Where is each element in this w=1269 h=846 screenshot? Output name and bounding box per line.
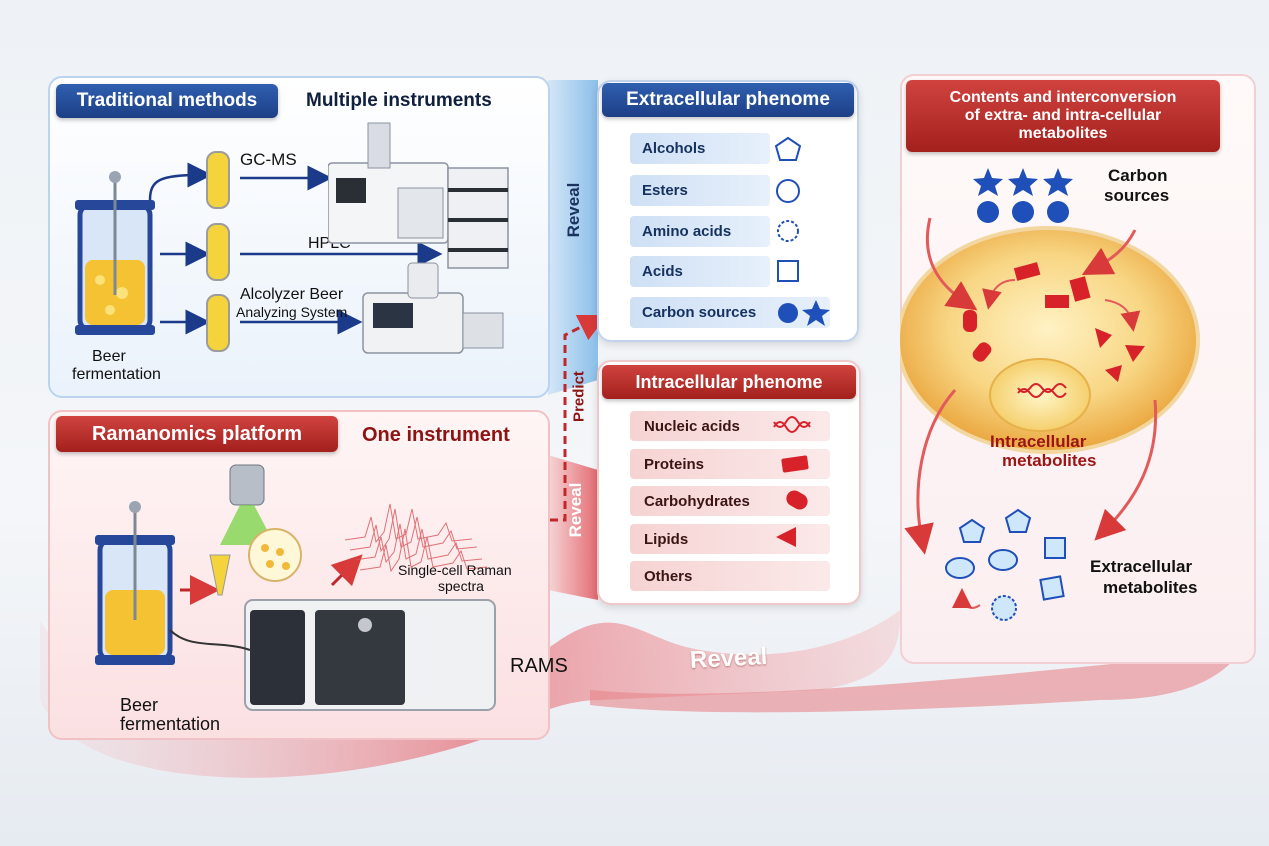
spectra-label-1: Single-cell Raman bbox=[398, 562, 512, 578]
star-icon bbox=[973, 168, 1003, 196]
raman-setup-illustration bbox=[95, 464, 496, 711]
extra-row-carbon-sources: Carbon sources bbox=[630, 297, 830, 328]
intracellular-icons bbox=[773, 416, 811, 547]
extra-row-amino-acids: Amino acids bbox=[630, 216, 770, 247]
starburst-icon bbox=[991, 595, 1017, 621]
raman-fermentation-label-1: Beer bbox=[120, 695, 159, 715]
extra-item-label: Esters bbox=[642, 182, 688, 199]
extra-row-alcohols: Alcohols bbox=[630, 133, 770, 164]
filled-circle-icon bbox=[1012, 201, 1034, 223]
intra-item-label: Nucleic acids bbox=[644, 417, 740, 435]
intracellular-metabolites-label-2: metabolites bbox=[1002, 451, 1097, 470]
intra-row-nucleic-acids: Nucleic acids bbox=[630, 411, 830, 441]
alcolyzer-label-1: Alcolyzer Beer bbox=[240, 286, 344, 303]
star-icon bbox=[802, 300, 830, 326]
metabolites-header: Contents and interconversion of extra- a… bbox=[906, 80, 1220, 152]
metabolites-title-1: Contents and interconversion bbox=[949, 89, 1177, 106]
carbohydrate-icon bbox=[786, 490, 808, 510]
traditional-fermentation-label-1: Beer bbox=[92, 348, 126, 365]
intra-item-label: Carbohydrates bbox=[644, 492, 750, 510]
extracellular-icons bbox=[774, 136, 830, 326]
traditional-methods-header: Traditional methods bbox=[56, 84, 278, 118]
protein-icon bbox=[781, 455, 809, 473]
filled-circle-icon bbox=[1047, 201, 1069, 223]
extracellular-metabolites-label-1: Extracellular bbox=[1090, 557, 1193, 576]
intracellular-metabolites-label-1: Intracellular bbox=[990, 432, 1087, 451]
traditional-fermentation-label-2: fermentation bbox=[72, 366, 161, 383]
intra-item-label: Others bbox=[644, 567, 693, 585]
dna-icon bbox=[773, 416, 811, 433]
ramanomics-header: Ramanomics platform bbox=[56, 416, 338, 452]
metabolites-title-3: metabolites bbox=[1018, 125, 1108, 142]
extracellular-title: Extracellular phenome bbox=[626, 89, 830, 110]
star-icon bbox=[1008, 168, 1038, 196]
extra-item-label: Acids bbox=[642, 263, 683, 280]
alcolyzer-label-2: Analyzing System bbox=[236, 304, 348, 320]
predict-arrow-icon bbox=[550, 315, 609, 522]
extra-row-acids: Acids bbox=[630, 256, 770, 287]
square-icon bbox=[1039, 575, 1065, 601]
circle-icon bbox=[945, 557, 975, 579]
square-icon bbox=[1044, 537, 1066, 559]
reveal-top-label: Reveal bbox=[564, 182, 583, 238]
multiple-instruments-label: Multiple instruments bbox=[306, 90, 492, 111]
starburst-icon bbox=[777, 220, 799, 242]
raman-fermentation-label-2: fermentation bbox=[120, 714, 221, 734]
pentagon-icon bbox=[1004, 508, 1032, 533]
one-instrument-label: One instrument bbox=[362, 424, 510, 446]
pentagon-icon bbox=[774, 136, 802, 161]
traditional-sample-flow bbox=[148, 151, 443, 352]
intra-item-label: Lipids bbox=[644, 530, 689, 548]
circle-icon bbox=[776, 179, 800, 203]
lab-instruments-icon bbox=[328, 122, 509, 354]
circle-icon bbox=[988, 549, 1018, 571]
extracellular-metabolites-label-2: metabolites bbox=[1103, 578, 1198, 597]
carbon-sources-label-2: sources bbox=[1104, 186, 1170, 205]
star-icon bbox=[1043, 168, 1073, 196]
extra-item-label: Carbon sources bbox=[642, 304, 757, 321]
intra-row-lipids: Lipids bbox=[630, 524, 830, 554]
extra-row-esters: Esters bbox=[630, 175, 770, 206]
square-icon bbox=[777, 260, 799, 282]
spectra-label-2: spectra bbox=[438, 578, 484, 594]
reveal-bottom-label: Reveal bbox=[689, 642, 769, 675]
intra-item-label: Proteins bbox=[644, 455, 705, 473]
ramanomics-title: Ramanomics platform bbox=[91, 422, 303, 445]
pentagon-icon bbox=[958, 518, 986, 543]
filled-circle-icon bbox=[778, 303, 798, 323]
intracellular-title: Intracellular phenome bbox=[635, 371, 823, 392]
rams-label: RAMS bbox=[510, 655, 568, 677]
traditional-methods-title: Traditional methods bbox=[76, 90, 258, 111]
carbon-sources-label-1: Carbon bbox=[1108, 166, 1168, 185]
filled-circle-icon bbox=[977, 201, 999, 223]
extra-item-label: Alcohols bbox=[642, 140, 706, 157]
fermenter-tank-icon bbox=[75, 171, 155, 335]
metabolite-conversion-illustration bbox=[900, 168, 1200, 621]
extracellular-header: Extracellular phenome bbox=[602, 83, 854, 117]
lipid-icon bbox=[776, 527, 796, 547]
intra-row-others: Others bbox=[630, 561, 830, 591]
metabolites-title-2: of extra- and intra-cellular bbox=[964, 107, 1162, 124]
intracellular-header: Intracellular phenome bbox=[602, 365, 856, 399]
extra-item-label: Amino acids bbox=[642, 223, 732, 240]
gcms-label: GC-MS bbox=[240, 150, 297, 169]
